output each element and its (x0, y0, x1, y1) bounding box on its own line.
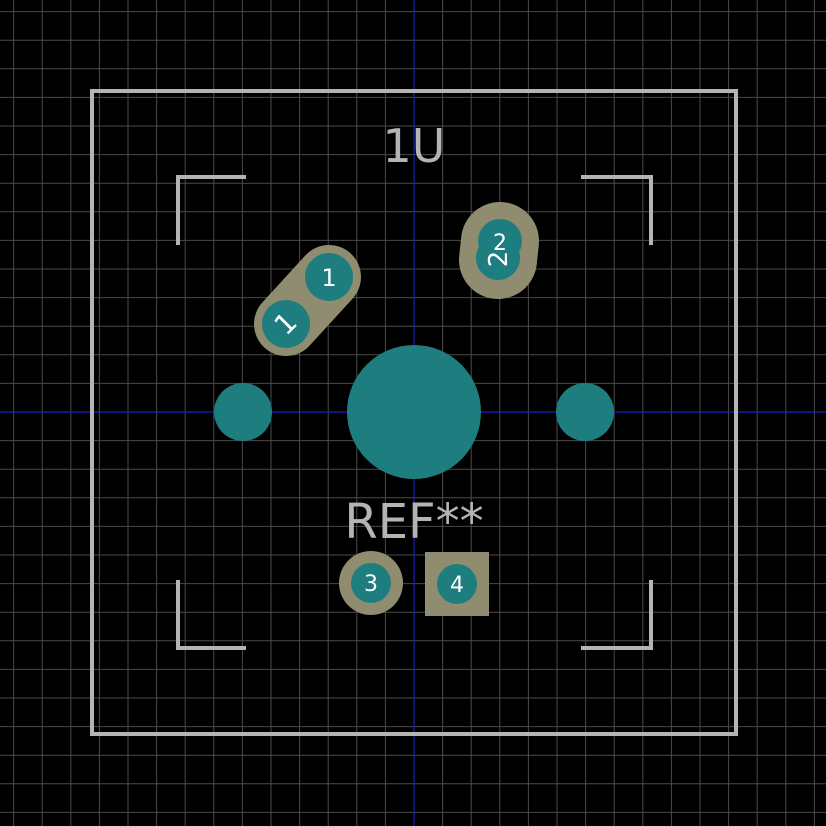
pad-1-slot[interactable]: 1 1 (254, 245, 361, 356)
corner-mark-bottom-right (581, 580, 653, 650)
pad-1-drill-b (262, 300, 310, 348)
pad-4-drill (437, 564, 477, 604)
pad-3-label: 3 (364, 572, 378, 597)
corner-mark-bottom-left (176, 580, 246, 650)
reference-label: REF** (344, 494, 483, 550)
pad-1-label-a: 1 (321, 264, 336, 292)
pad-3-drill (351, 563, 391, 603)
keycap-outline (90, 89, 738, 736)
pad-2-label-b: 2 (484, 251, 514, 268)
pad-2-slot[interactable]: 2 2 (459, 202, 539, 299)
switch-corner-marks (176, 175, 653, 650)
corner-mark-top-left (176, 175, 246, 245)
pad-4-label: 4 (450, 573, 464, 598)
pad-2-label-a: 2 (493, 231, 507, 256)
right-mount-hole[interactable] (556, 383, 614, 441)
size-label: 1U (383, 119, 446, 173)
corner-mark-top-right (581, 175, 653, 245)
pad-3[interactable]: 3 (339, 551, 403, 615)
pad-2-drill-b (476, 236, 520, 280)
pad-1-drill-a (305, 253, 353, 301)
center-mount-hole[interactable] (347, 345, 481, 479)
left-mount-hole[interactable] (214, 383, 272, 441)
pad-4[interactable]: 4 (425, 552, 489, 616)
